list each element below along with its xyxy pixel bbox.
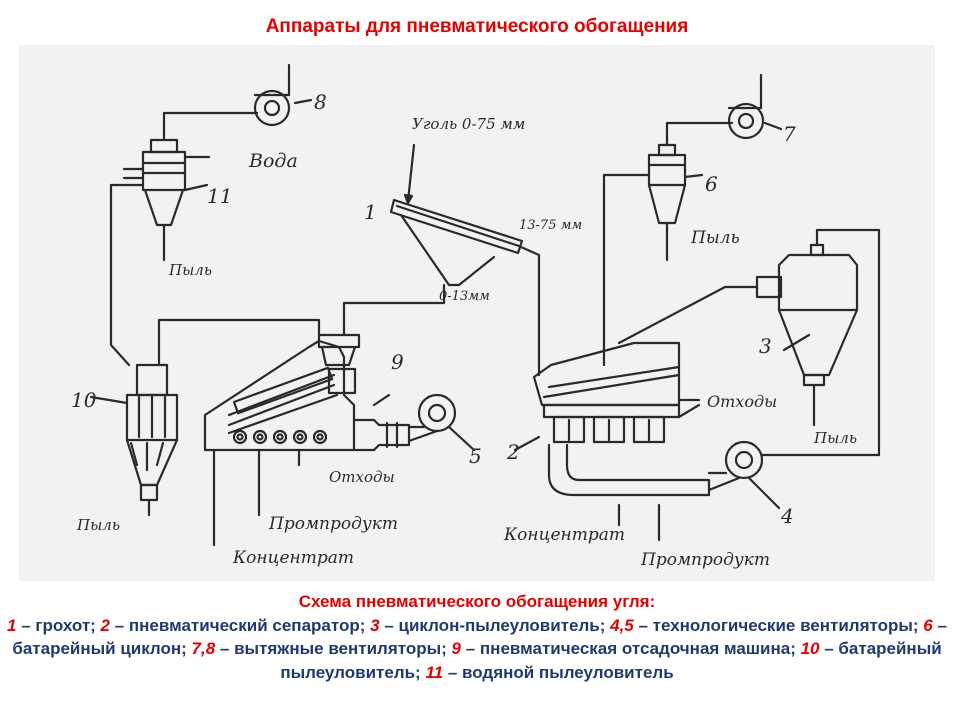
- label-concentrate-9: Концентрат: [232, 548, 354, 568]
- label-dust-11: Пыль: [168, 261, 212, 279]
- legend-text: – водяной пылеуловитель: [443, 662, 674, 682]
- label-fraction-large: 13-75 мм: [519, 218, 582, 233]
- label-middlings-9: Промпродукт: [268, 514, 398, 534]
- legend-num: 10: [800, 639, 820, 658]
- number-6: 6: [705, 172, 718, 196]
- legend-num: 3: [370, 615, 380, 635]
- battery-collector-10: [89, 318, 321, 502]
- caption-heading: Схема пневматического обогащения угля:: [298, 592, 656, 611]
- legend-text: – батарейный пылеуловитель;: [280, 639, 942, 682]
- fan-8: [253, 63, 313, 127]
- number-1: 1: [364, 200, 377, 224]
- page-title: Аппараты для пневматического обогащения: [265, 16, 689, 37]
- legend-num: 2: [100, 615, 110, 635]
- legend-text: – пневматический сепаратор;: [110, 615, 371, 635]
- caption-legend: 1 – грохот; 2 – пневматический сепаратор…: [0, 614, 954, 685]
- label-dust-6: Пыль: [690, 228, 740, 248]
- legend-text: – пневматическая отсадочная машина;: [461, 639, 801, 658]
- outlet-lines: [147, 398, 701, 547]
- screen-1: [342, 143, 541, 377]
- separator-2: [513, 341, 711, 497]
- fan-7: [727, 73, 783, 140]
- number-7: 7: [783, 122, 796, 146]
- figure-caption: Схема пневматического обогащения угля: 1…: [0, 590, 954, 684]
- number-9: 9: [391, 350, 404, 374]
- number-11: 11: [207, 184, 232, 208]
- battery-cyclone-6: [602, 121, 734, 367]
- number-5: 5: [469, 444, 482, 468]
- legend-num: 11: [425, 662, 444, 682]
- legend-text: – вытяжные вентиляторы;: [215, 639, 452, 658]
- jigging-machine-9: [203, 333, 411, 452]
- legend-num: 9: [451, 639, 462, 658]
- legend-text: – циклон-пылеуловитель;: [379, 615, 611, 635]
- coal-pneumatic-scheme: Уголь 0-75 мм 13-75 мм 0-13мм Вода Пыль …: [19, 45, 935, 581]
- number-8: 8: [314, 90, 327, 114]
- label-water: Вода: [248, 150, 298, 172]
- label-dust-3: Пыль: [813, 429, 857, 447]
- number-2: 2: [506, 440, 520, 464]
- label-fraction-small: 0-13мм: [439, 289, 490, 304]
- legend-num: 6: [923, 615, 933, 635]
- label-middlings-2: Промпродукт: [640, 550, 770, 570]
- legend-text: – технологические вентиляторы;: [633, 615, 924, 635]
- water-collector-11: [109, 111, 259, 367]
- label-dust-10: Пыль: [76, 516, 120, 534]
- fan-4: [707, 228, 881, 510]
- legend-text: – грохот;: [16, 615, 101, 635]
- legend-num: 1: [7, 615, 17, 635]
- label-coal-input: Уголь 0-75 мм: [412, 115, 525, 133]
- cyclone-3: [617, 243, 859, 427]
- label-waste-2: Отходы: [707, 392, 777, 411]
- number-4: 4: [780, 504, 794, 528]
- label-waste-9: Отходы: [329, 468, 395, 486]
- legend-text: – батарейный циклон;: [12, 615, 947, 659]
- legend-num: 7,8: [191, 639, 216, 658]
- label-concentrate-2: Концентрат: [503, 525, 625, 545]
- fan-5: [407, 393, 476, 452]
- legend-num: 4,5: [610, 615, 634, 635]
- number-10: 10: [71, 388, 97, 412]
- number-3: 3: [759, 334, 772, 358]
